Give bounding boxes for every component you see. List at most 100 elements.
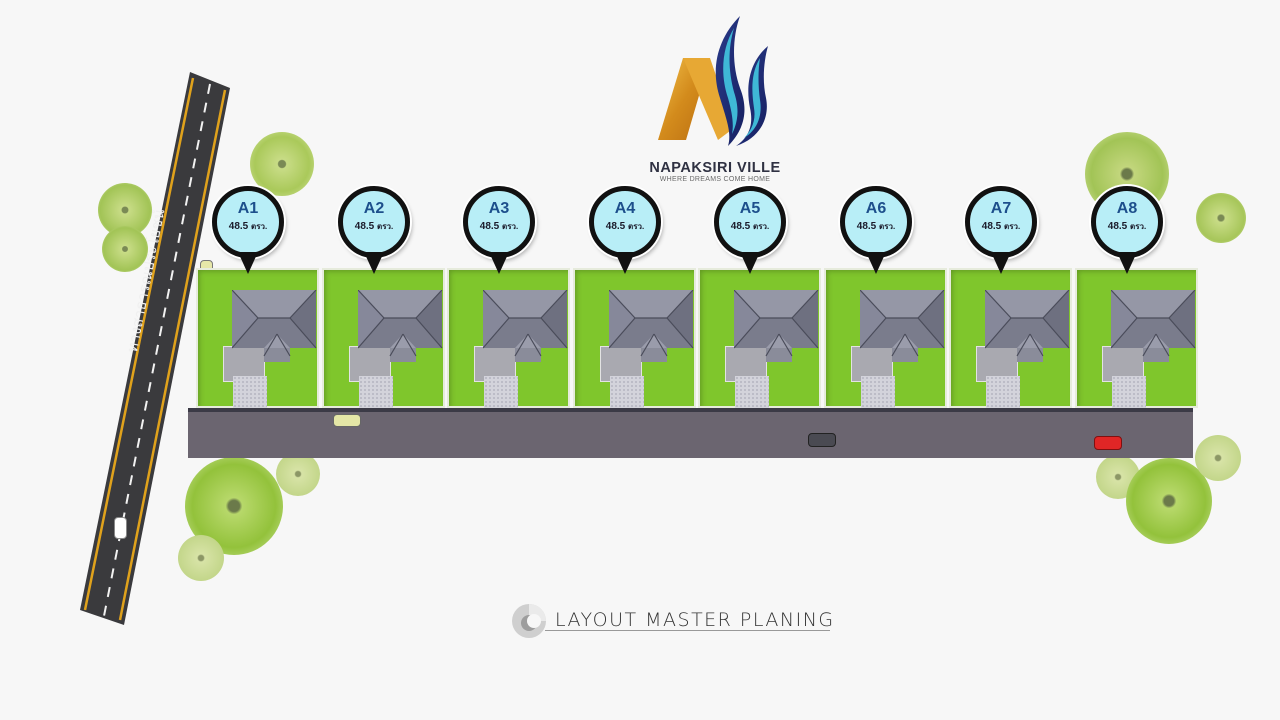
- lot-id: A5: [739, 200, 761, 217]
- house-roof-icon: [232, 290, 317, 362]
- lane-divider: [103, 83, 211, 617]
- lot-area-unit: ตรว.: [628, 222, 645, 231]
- lot-area-value: 48.5: [479, 221, 500, 232]
- pin-pointer-icon: [489, 252, 509, 274]
- lot-id: A2: [363, 200, 385, 217]
- lot-area-value: 48.5: [981, 221, 1002, 232]
- lot-a1[interactable]: [196, 268, 319, 408]
- lot-a2[interactable]: [322, 268, 445, 408]
- brand-tagline: WHERE DREAMS COME HOME: [659, 176, 771, 183]
- lot-area-value: 48.5: [1107, 221, 1128, 232]
- lot-area-unit: ตรว.: [879, 222, 896, 231]
- lot-area-unit: ตรว.: [753, 222, 770, 231]
- house-roof-icon: [734, 290, 819, 362]
- lot-area: 48.5 ตรว.: [343, 220, 405, 233]
- lot-a5[interactable]: [698, 268, 821, 408]
- driveway: [233, 376, 267, 408]
- lot-pin-a6[interactable]: A6 48.5 ตรว.: [840, 186, 912, 278]
- house-roof-icon: [1111, 290, 1196, 362]
- driveway: [359, 376, 393, 408]
- layout-title-text: LAYOUT MASTER PLANING: [555, 609, 835, 631]
- tree: [250, 132, 314, 196]
- pin-bubble: A3 48.5 ตรว.: [463, 186, 535, 258]
- driveway: [1112, 376, 1146, 408]
- lot-area-value: 48.5: [354, 221, 375, 232]
- brand-logo: NAPAKSIRI VILLE WHERE DREAMS COME HOME: [640, 8, 790, 183]
- car-yellow: [333, 414, 361, 427]
- lot-pin-a1[interactable]: A1 48.5 ตรว.: [212, 186, 284, 278]
- pin-pointer-icon: [615, 252, 635, 274]
- car-dark: [808, 433, 836, 447]
- compass-icon: [512, 604, 546, 638]
- lot-id: A6: [865, 200, 887, 217]
- lot-area: 48.5 ตรว.: [719, 220, 781, 233]
- lot-id: A4: [614, 200, 636, 217]
- lot-area-unit: ตรว.: [251, 222, 268, 231]
- lot-area: 48.5 ตรว.: [468, 220, 530, 233]
- tree: [102, 226, 148, 272]
- lot-pin-a3[interactable]: A3 48.5 ตรว.: [463, 186, 535, 278]
- lot-area-value: 48.5: [605, 221, 626, 232]
- lot-id: A8: [1116, 200, 1138, 217]
- pin-bubble: A2 48.5 ตรว.: [338, 186, 410, 258]
- lot-id: A3: [488, 200, 510, 217]
- house-roof-icon: [358, 290, 443, 362]
- driveway: [986, 376, 1020, 408]
- lot-area: 48.5 ตรว.: [970, 220, 1032, 233]
- lot-area-unit: ตรว.: [1130, 222, 1147, 231]
- lots-row: [196, 268, 1202, 408]
- lot-area: 48.5 ตรว.: [1096, 220, 1158, 233]
- lot-pin-a5[interactable]: A5 48.5 ตรว.: [714, 186, 786, 278]
- tree: [1195, 435, 1241, 481]
- pin-pointer-icon: [1117, 252, 1137, 274]
- pin-bubble: A4 48.5 ตรว.: [589, 186, 661, 258]
- brand-name: NAPAKSIRI VILLE: [649, 160, 781, 176]
- lot-id: A7: [990, 200, 1012, 217]
- lot-area: 48.5 ตรว.: [217, 220, 279, 233]
- car-white: [114, 517, 127, 539]
- lot-a8[interactable]: [1075, 268, 1198, 408]
- pin-pointer-icon: [866, 252, 886, 274]
- driveway: [735, 376, 769, 408]
- tree: [1126, 458, 1212, 544]
- lot-area: 48.5 ตรว.: [594, 220, 656, 233]
- house-roof-icon: [860, 290, 945, 362]
- pin-bubble: A7 48.5 ตรว.: [965, 186, 1037, 258]
- pin-pointer-icon: [740, 252, 760, 274]
- driveway: [484, 376, 518, 408]
- lot-area-unit: ตรว.: [1004, 222, 1021, 231]
- car-red: [1094, 436, 1122, 450]
- pin-bubble: A8 48.5 ตรว.: [1091, 186, 1163, 258]
- lot-pin-a8[interactable]: A8 48.5 ตรว.: [1091, 186, 1163, 278]
- house-roof-icon: [483, 290, 568, 362]
- tree: [178, 535, 224, 581]
- lot-area-unit: ตรว.: [377, 222, 394, 231]
- lot-area: 48.5 ตรว.: [845, 220, 907, 233]
- house-roof-icon: [609, 290, 694, 362]
- inner-road: [188, 408, 1193, 458]
- title-underline: [545, 630, 830, 631]
- pin-bubble: A5 48.5 ตรว.: [714, 186, 786, 258]
- driveway: [610, 376, 644, 408]
- lot-a3[interactable]: [447, 268, 570, 408]
- tree: [276, 452, 320, 496]
- driveway: [861, 376, 895, 408]
- lot-pin-a4[interactable]: A4 48.5 ตรว.: [589, 186, 661, 278]
- lot-area-value: 48.5: [730, 221, 751, 232]
- pin-pointer-icon: [364, 252, 384, 274]
- lot-id: A1: [237, 200, 259, 217]
- lot-a6[interactable]: [824, 268, 947, 408]
- lot-area-unit: ตรว.: [502, 222, 519, 231]
- lot-a7[interactable]: [949, 268, 1072, 408]
- lot-a4[interactable]: [573, 268, 696, 408]
- lot-area-value: 48.5: [228, 221, 249, 232]
- lot-pin-a7[interactable]: A7 48.5 ตรว.: [965, 186, 1037, 278]
- tree: [1196, 193, 1246, 243]
- pin-bubble: A6 48.5 ตรว.: [840, 186, 912, 258]
- road-surface: [80, 72, 230, 625]
- lot-pin-a2[interactable]: A2 48.5 ตรว.: [338, 186, 410, 278]
- pin-bubble: A1 48.5 ตรว.: [212, 186, 284, 258]
- lot-area-value: 48.5: [856, 221, 877, 232]
- public-road: ทางสาธารณประโยชน์: [80, 70, 230, 630]
- napaksiri-n-logo-icon: [658, 16, 768, 146]
